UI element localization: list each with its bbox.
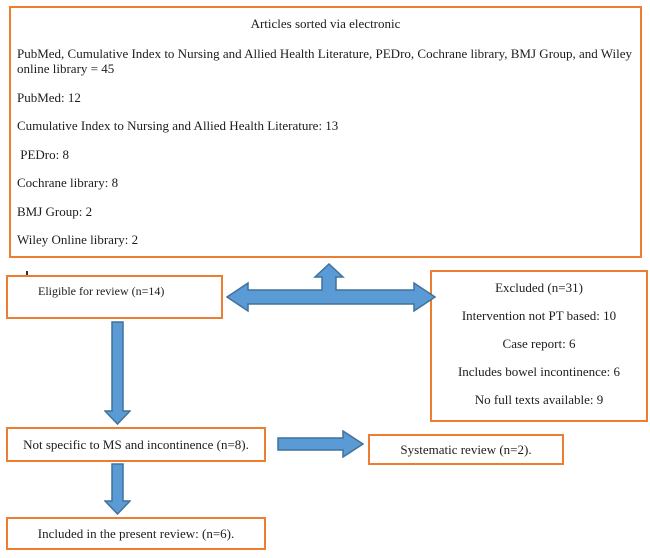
right-arrow-to-systematic-review-icon bbox=[277, 430, 364, 458]
eligible-label: Eligible for review (n=14) bbox=[38, 284, 165, 298]
not-specific-box: Not specific to MS and incontinence (n=8… bbox=[6, 427, 266, 462]
source-cinahl-line: Cumulative Index to Nursing and Allied H… bbox=[17, 118, 339, 133]
eligible-excluded-up-arrow-icon bbox=[226, 263, 436, 313]
included-label: Included in the present review: (n=6). bbox=[37, 525, 235, 541]
included-box: Included in the present review: (n=6). bbox=[6, 517, 266, 550]
systematic-review-box: Systematic review (n=2). bbox=[368, 434, 564, 465]
articles-sorted-title: Articles sorted via electronic bbox=[250, 16, 401, 31]
excluded-reason-case-report: Case report: 6 bbox=[502, 336, 576, 351]
source-pedro-line: PEDro: 8 bbox=[17, 146, 69, 162]
articles-sorted-box: Articles sorted via electronic PubMed, C… bbox=[9, 6, 642, 258]
source-wiley-line: Wiley Online library: 2 bbox=[17, 232, 139, 247]
excluded-reason-bowel: Includes bowel incontinence: 6 bbox=[457, 364, 621, 379]
down-arrow-to-included-icon bbox=[104, 463, 131, 515]
source-cochrane-line: Cochrane library: 8 bbox=[17, 175, 119, 190]
not-specific-label: Not specific to MS and incontinence (n=8… bbox=[23, 436, 249, 452]
excluded-title: Excluded (n=31) bbox=[495, 280, 583, 295]
excluded-reason-no-full-text: No full texts available: 9 bbox=[474, 392, 604, 407]
source-pubmed-line: PubMed: 12 bbox=[17, 89, 81, 105]
systematic-review-label: Systematic review (n=2). bbox=[400, 441, 532, 457]
down-arrow-eligible-to-not-specific-icon bbox=[104, 321, 131, 425]
eligible-box: Eligible for review (n=14) bbox=[6, 275, 223, 319]
excluded-reason-pt: Intervention not PT based: 10 bbox=[461, 308, 617, 323]
source-bmj-line: BMJ Group: 2 bbox=[17, 203, 93, 219]
excluded-box: Excluded (n=31) Intervention not PT base… bbox=[430, 270, 648, 422]
source-total-line: PubMed, Cumulative Index to Nursing and … bbox=[17, 45, 636, 77]
